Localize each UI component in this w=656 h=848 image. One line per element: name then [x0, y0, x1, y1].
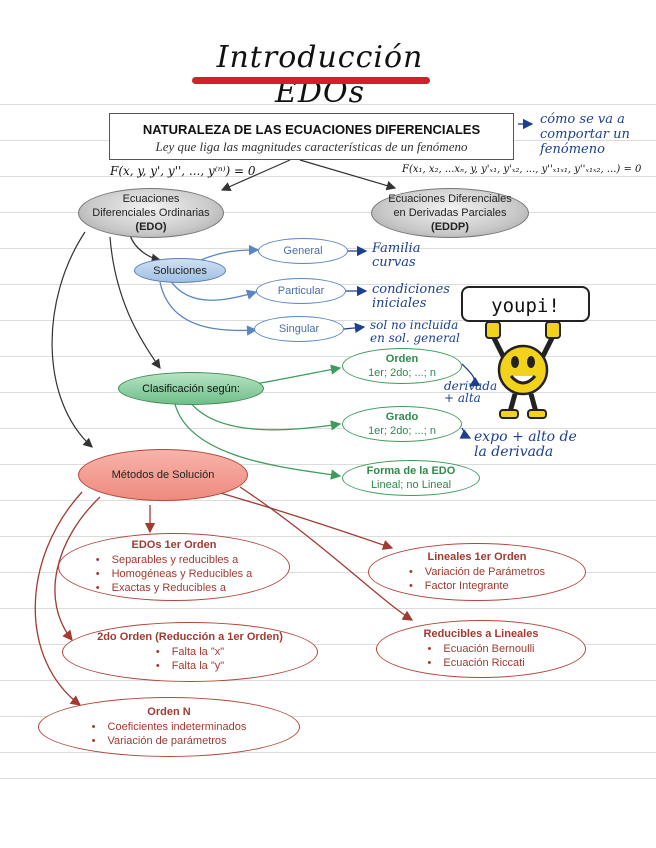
- edos-1er-orden-node: EDOs 1er Orden Separables y reducibles a…: [58, 533, 290, 601]
- nature-box: NATURALEZA DE LAS ECUACIONES DIFERENCIAL…: [109, 113, 514, 160]
- notebook-rule: [0, 428, 656, 429]
- list-item: Factor Integrante: [409, 579, 545, 593]
- grado-title: Grado: [385, 411, 419, 423]
- youpi-speech-bubble: youpi!: [461, 286, 590, 322]
- particular-node: Particular: [256, 278, 346, 304]
- lineales-1er-orden-node: Lineales 1er Orden Variación de Parámetr…: [368, 543, 586, 601]
- grado-values: 1er; 2do; ...; n: [368, 425, 436, 437]
- edo-line2: Diferenciales Ordinarias: [92, 207, 210, 219]
- notebook-rule: [0, 500, 656, 501]
- metodos-node: Métodos de Solución: [78, 449, 248, 501]
- list-item: Ecuación Riccati: [428, 656, 535, 670]
- note-particular: condiciones iniciales: [372, 282, 450, 311]
- list-item: Exactas y Reducibles a: [96, 581, 253, 595]
- lineales-title: Lineales 1er Orden: [427, 551, 527, 563]
- eddp-abbr: (EDDP): [431, 221, 469, 233]
- nature-title: NATURALEZA DE LAS ECUACIONES DIFERENCIAL…: [142, 122, 481, 137]
- notebook-rule: [0, 680, 656, 681]
- notebook-rule: [0, 464, 656, 465]
- note-eddp-formula: F(x₁, x₂, ...xₙ, y, y'ₓ₁, y'ₓ₂, ..., y''…: [402, 164, 642, 175]
- list-item: Coeficientes indeterminados: [92, 720, 247, 734]
- notebook-rule: [0, 356, 656, 357]
- nature-subtitle: Ley que liga las magnitudes característi…: [155, 139, 468, 154]
- forma-title: Forma de la EDO: [366, 465, 456, 477]
- general-node: General: [258, 238, 348, 264]
- reducibles-title: Reducibles a Lineales: [423, 628, 539, 640]
- title-underline: [192, 77, 430, 84]
- forma-node: Forma de la EDO Lineal; no Lineal: [342, 460, 480, 496]
- smiley-icon: [485, 321, 561, 419]
- notebook-rule: [0, 778, 656, 779]
- orden-node: Orden 1er; 2do; ...; n: [342, 348, 462, 384]
- forma-values: Lineal; no Lineal: [370, 479, 452, 491]
- list-item: Variación de Parámetros: [409, 565, 545, 579]
- note-edo-formula: F(x, y, y', y'', ..., y⁽ⁿ⁾) = 0: [110, 164, 256, 178]
- list-item: Falta la "y": [156, 659, 224, 673]
- notebook-rule: [0, 536, 656, 537]
- list-item: Falta la "x": [156, 645, 224, 659]
- edos-1er-orden-title: EDOs 1er Orden: [131, 539, 217, 551]
- notebook-rule: [0, 572, 656, 573]
- note-grado: expo + alto de la derivada: [474, 429, 577, 460]
- eddp-line1: Ecuaciones Diferenciales: [388, 193, 512, 205]
- soluciones-node: Soluciones: [134, 258, 226, 283]
- list-item: Homogéneas y Reducibles a: [96, 567, 253, 581]
- segundo-orden-node: 2do Orden (Reducción a 1er Orden) Falta …: [62, 622, 318, 682]
- orden-n-title: Orden N: [147, 706, 191, 718]
- notebook-rule: [0, 716, 656, 717]
- list-item: Ecuación Bernoulli: [428, 642, 534, 656]
- list-item: Variación de parámetros: [92, 734, 247, 748]
- note-behavior: cómo se va a comportar un fenómeno: [540, 112, 630, 157]
- notebook-rule: [0, 212, 656, 213]
- notebook-rule: [0, 104, 656, 105]
- note-orden: derivada + alta: [444, 379, 498, 405]
- clasificacion-node: Clasificación según:: [118, 372, 264, 405]
- grado-node: Grado 1er; 2do; ...; n: [342, 406, 462, 442]
- notebook-rule: [0, 392, 656, 393]
- reducibles-lineales-node: Reducibles a Lineales Ecuación Bernoulli…: [376, 620, 586, 678]
- orden-n-node: Orden N Coeficientes indeterminados Vari…: [38, 697, 300, 757]
- note-singular: sol no incluida en sol. general: [370, 318, 460, 345]
- singular-node: Singular: [254, 316, 344, 342]
- eddp-node: Ecuaciones Diferenciales en Derivadas Pa…: [371, 188, 529, 238]
- notebook-rule: [0, 752, 656, 753]
- orden-values: 1er; 2do; ...; n: [368, 367, 436, 379]
- orden-title: Orden: [385, 353, 419, 365]
- notebook-rule: [0, 644, 656, 645]
- page-title: Introducción EDOs: [216, 40, 424, 110]
- list-item: Separables y reducibles a: [96, 553, 253, 567]
- note-general: Familia curvas: [372, 241, 421, 270]
- eddp-line2: en Derivadas Parciales: [393, 207, 507, 219]
- segundo-orden-title: 2do Orden (Reducción a 1er Orden): [97, 631, 283, 643]
- edo-abbr: (EDO): [135, 221, 167, 233]
- notebook-rule: [0, 608, 656, 609]
- edo-node: Ecuaciones Diferenciales Ordinarias (EDO…: [78, 188, 224, 238]
- notebook-rule: [0, 176, 656, 177]
- edo-line1: Ecuaciones: [122, 193, 180, 205]
